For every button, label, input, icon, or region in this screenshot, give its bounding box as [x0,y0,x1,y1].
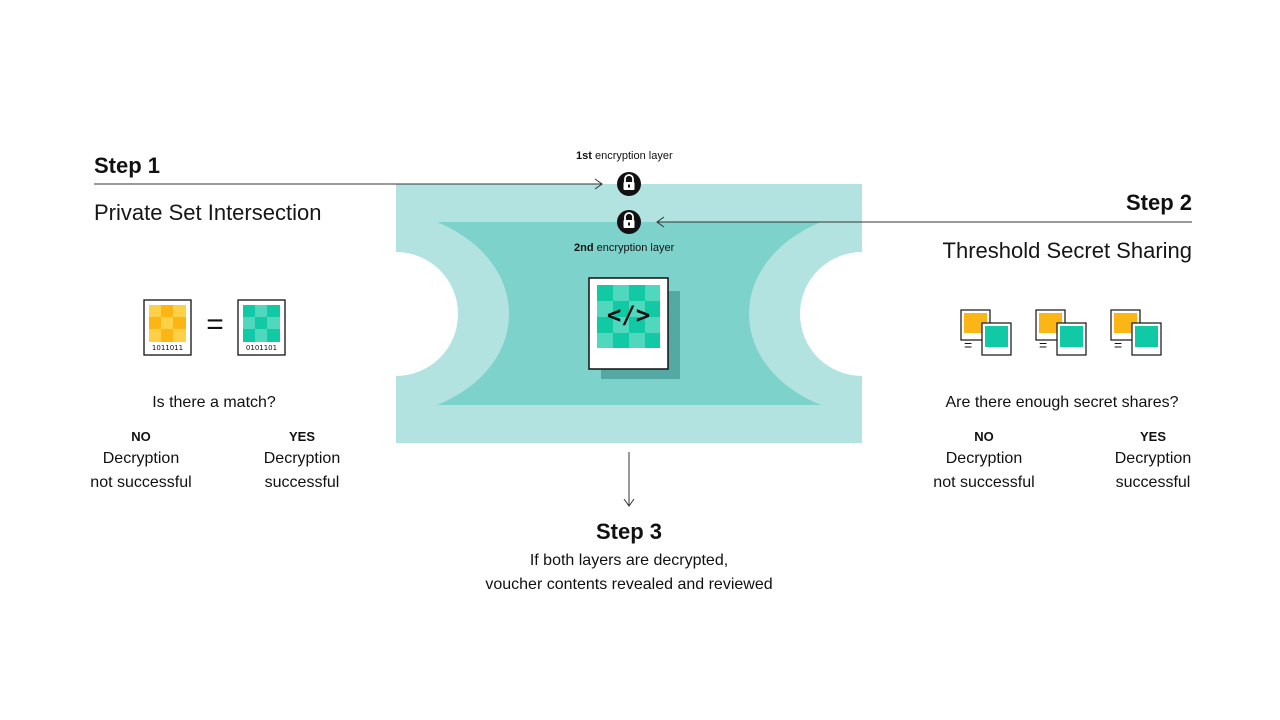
step1-subtitle: Private Set Intersection [94,200,322,225]
step3-title: Step 3 [595,519,663,544]
step2-title: Step 2 [1125,190,1192,215]
code-icon: </> [606,301,651,329]
secret-share-pair [960,309,1012,356]
hash-code-right: 0101101 [245,344,278,352]
step2-question: Are there enough secret shares? [945,394,1179,411]
step2-arrow [656,216,1192,228]
step1-arrow [94,178,603,190]
step2-no-label: NO [974,429,994,444]
share-equals: = [1114,337,1123,353]
second-layer-label: 2nd encryption layer [574,242,675,254]
secret-share-pair [1110,309,1162,356]
lock-icon [617,210,641,234]
voucher-card-mosaic [597,285,660,348]
step2-yes-label: YES [1139,429,1166,444]
secret-share-pair [1035,309,1087,356]
hash-image-left [143,299,192,356]
step1-yes-label: YES [288,429,315,444]
step1-title: Step 1 [94,153,161,178]
hash-image-right [237,299,286,356]
first-layer-label: 1st encryption layer [576,150,673,162]
step1-no-label: NO [131,429,151,444]
step3-arrow [623,452,635,507]
step1-question: Is there a match? [152,394,276,411]
step2-subtitle: Threshold Secret Sharing [942,238,1192,263]
equals-sign: = [206,308,224,341]
hash-code-left: 1011011 [151,344,184,352]
step3-description: If both layers are decrypted,voucher con… [485,552,773,593]
share-equals: = [1039,337,1048,353]
share-equals: = [964,337,973,353]
lock-icon [617,172,641,196]
